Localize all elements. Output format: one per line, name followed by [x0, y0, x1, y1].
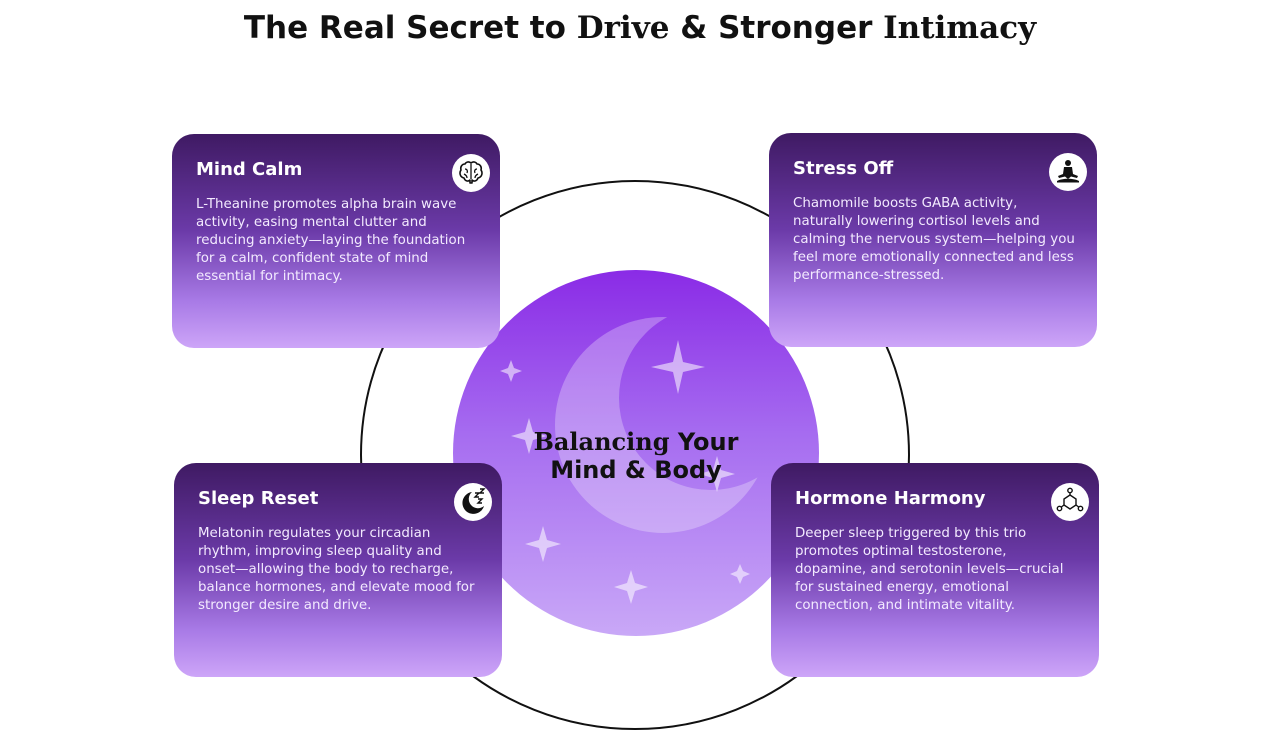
star-icon [651, 340, 705, 394]
center-circle [453, 270, 819, 636]
title-part-1: The Real Secret to [243, 10, 577, 46]
page-title: The Real Secret to Drive & Stronger Inti… [0, 10, 1280, 46]
star-icon [525, 526, 561, 562]
crescent-moon-icon [453, 270, 819, 636]
star-icon [500, 360, 522, 382]
title-fancy-intimacy: Intimacy [883, 10, 1037, 46]
center-label-fancy: Balancing [533, 427, 670, 456]
card-description: Deeper sleep triggered by this trio prom… [795, 526, 1064, 613]
moon-stars-illustration [453, 270, 819, 636]
title-part-2: & Stronger [669, 10, 884, 46]
card-mind-calm: Mind Calm L-Theanine promotes alpha brai… [172, 134, 500, 348]
meditation-icon [1049, 153, 1087, 191]
card-description: Chamomile boosts GABA activity, naturall… [793, 196, 1075, 283]
title-fancy-drive: Drive [576, 10, 670, 46]
card-title: Sleep Reset [198, 488, 319, 509]
star-icon [699, 456, 735, 492]
card-description: L-Theanine promotes alpha brain wave act… [196, 197, 466, 284]
card-stress-off: Stress Off Chamomile boosts GABA activit… [769, 133, 1097, 347]
center-label: Balancing Your Mind & Body [453, 427, 819, 485]
card-title: Hormone Harmony [795, 488, 986, 509]
card-description: Melatonin regulates your circadian rhyth… [198, 526, 475, 613]
center-label-line2: Mind & Body [550, 456, 722, 484]
card-title: Stress Off [793, 158, 894, 179]
molecule-icon [1051, 483, 1089, 521]
card-sleep-reset: Sleep Reset Melatonin regulates your cir… [174, 463, 502, 677]
card-title: Mind Calm [196, 159, 303, 180]
star-icon [511, 418, 547, 454]
sleep-moon-icon [454, 483, 492, 521]
brain-icon [452, 154, 490, 192]
center-label-rest: Your [669, 428, 739, 456]
card-hormone-harmony: Hormone Harmony Deeper sleep triggered b… [771, 463, 1099, 677]
star-icon [730, 564, 750, 584]
outer-ring [360, 180, 910, 730]
star-icon [614, 570, 648, 604]
